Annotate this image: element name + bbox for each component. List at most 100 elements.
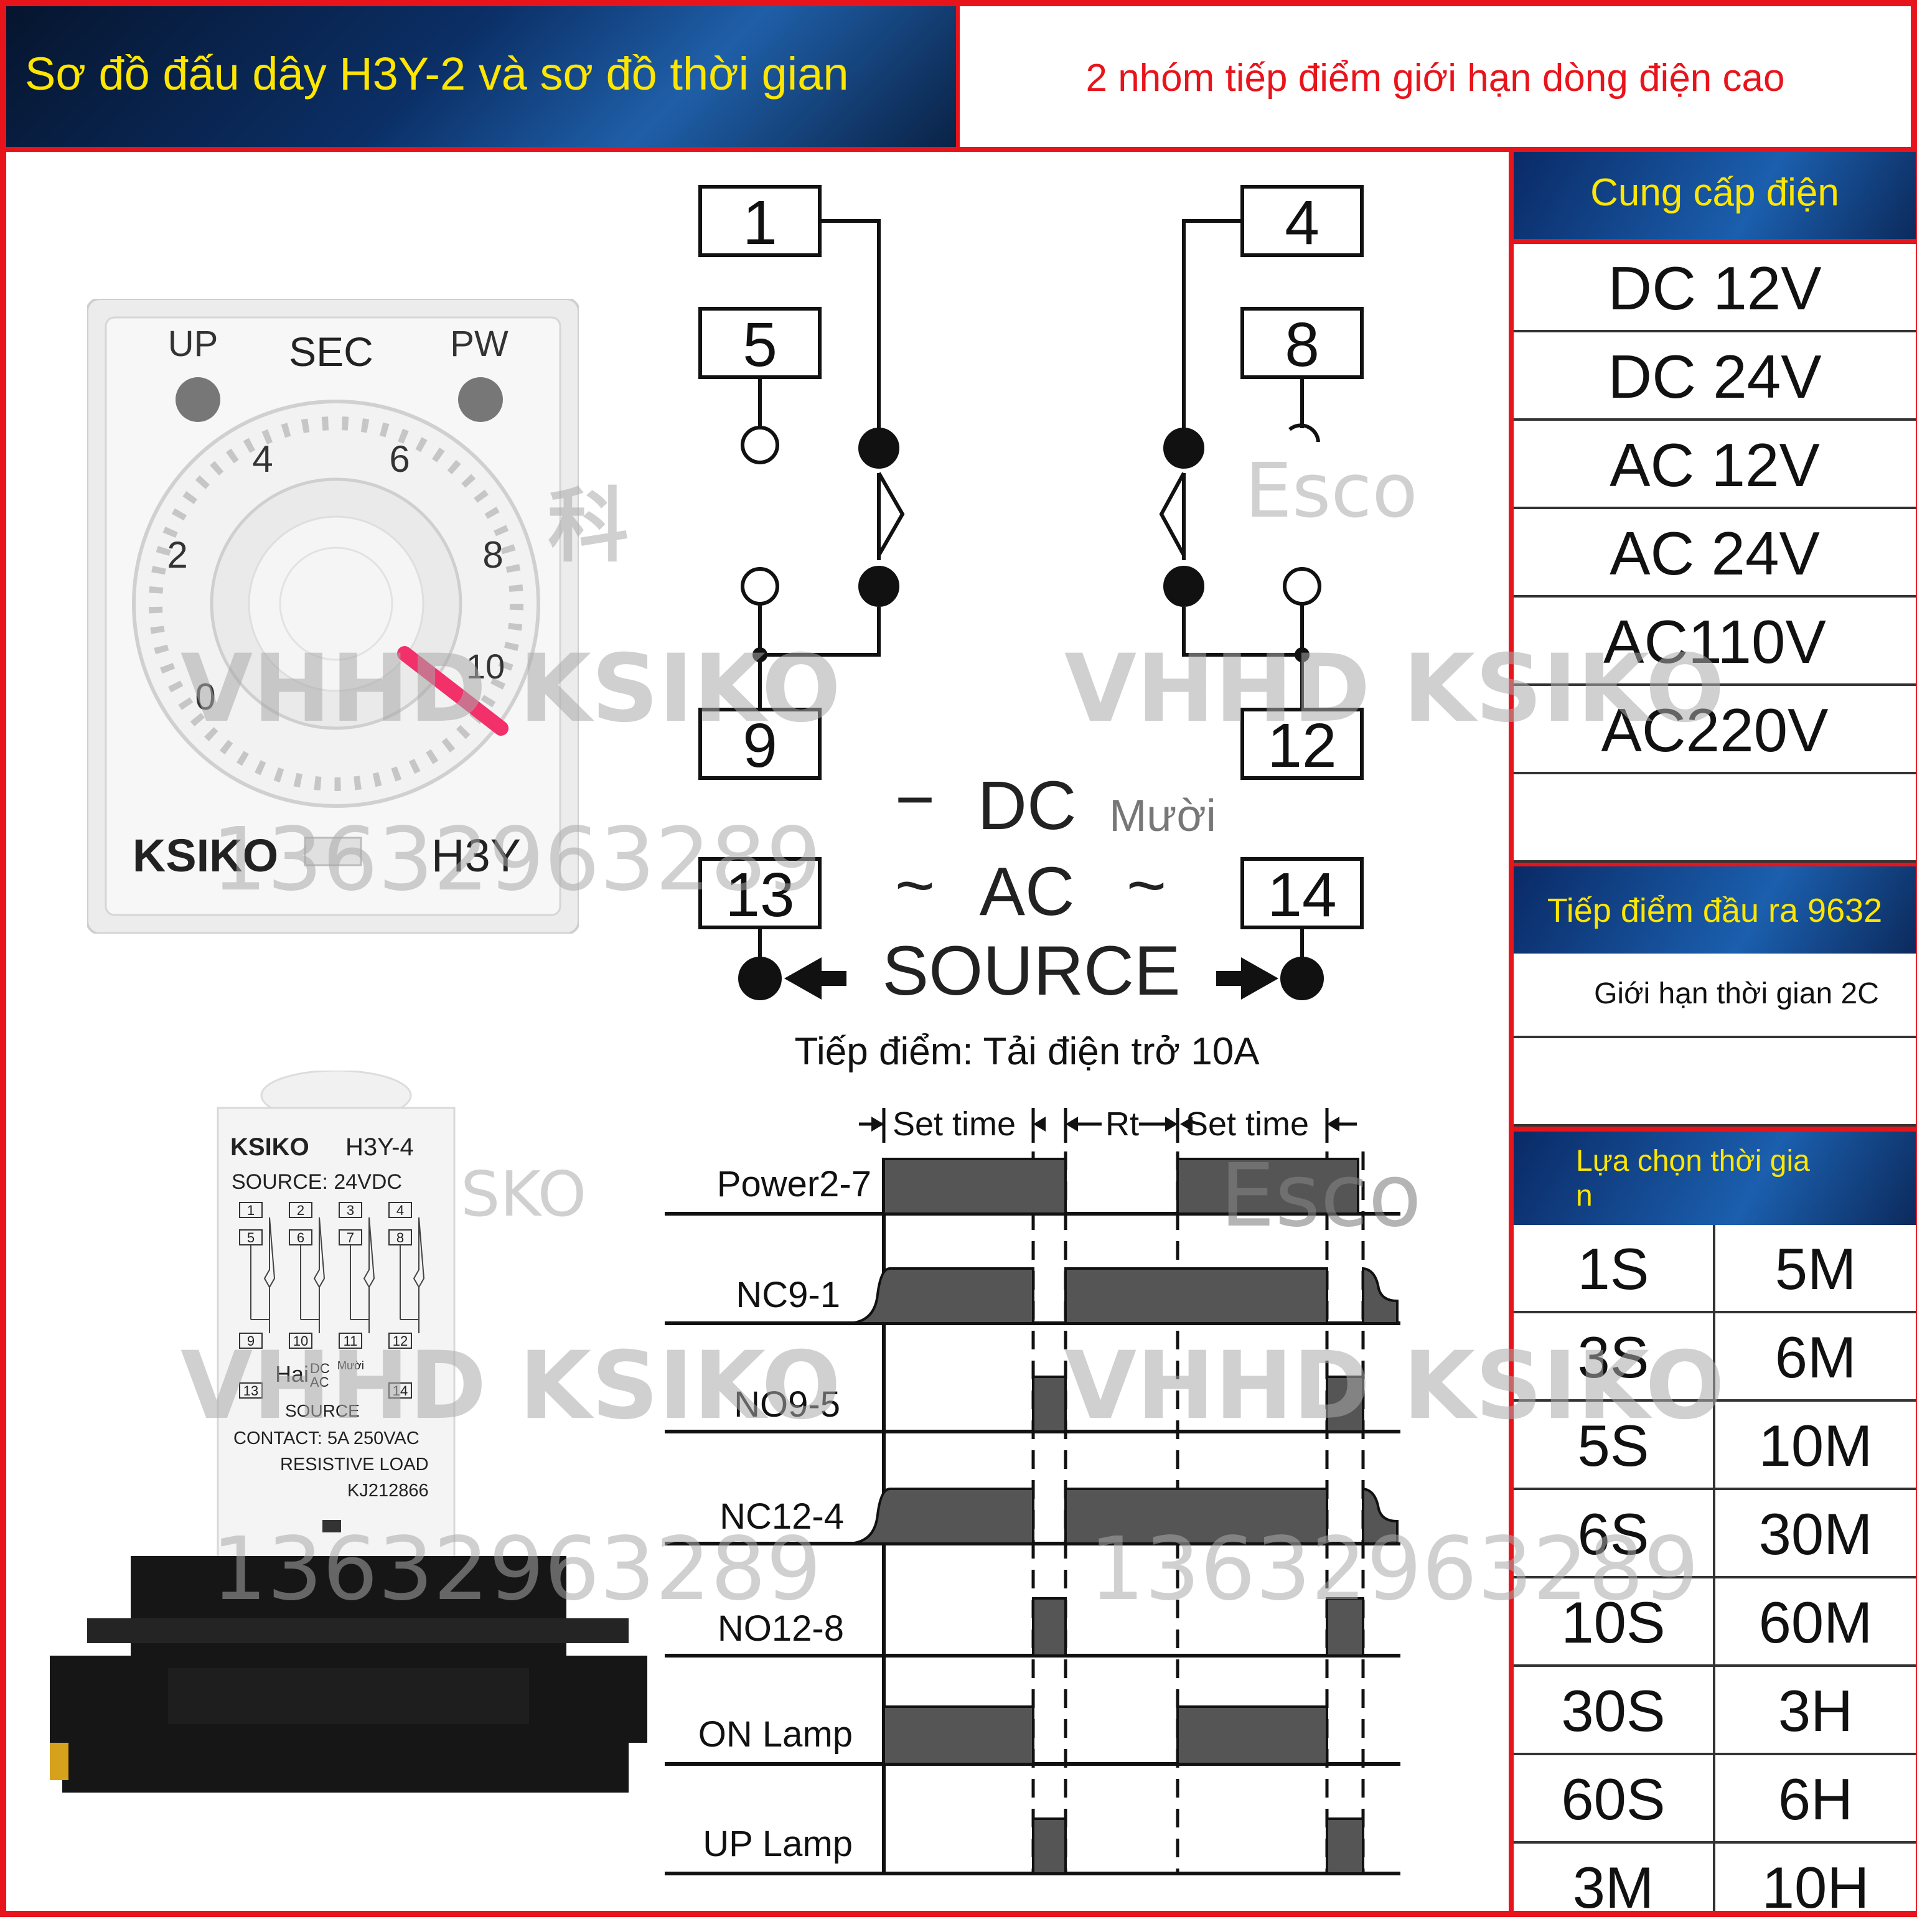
watermark-vhhd-1: VHHD KSIKO	[180, 635, 841, 743]
source-label: SOURCE	[882, 932, 1180, 1010]
side-pin-11: 11	[344, 1333, 358, 1349]
contact-note: Tiếp điểm: Tải điện trở 10A	[794, 1030, 1260, 1073]
up-lamp-icon	[176, 377, 220, 422]
sec-label: SEC	[289, 329, 373, 375]
contact-4-closed-icon	[1163, 428, 1204, 469]
power-option-dc12v: DC 12V	[1514, 244, 1916, 332]
dial-mark-0: 0	[195, 676, 215, 718]
side-pin-9: 9	[247, 1333, 255, 1349]
dc-sign: −	[895, 761, 935, 838]
dial-mark-2: 2	[167, 534, 187, 576]
contact-1-closed-icon	[858, 428, 899, 469]
watermark-esco-2: Esco	[1220, 1145, 1422, 1247]
relay-brand: KSIKO	[133, 830, 278, 881]
pw-label: PW	[450, 324, 509, 364]
set-time-label-1: Set time	[893, 1105, 1016, 1143]
side-pin-8: 8	[396, 1230, 404, 1245]
dial-mark-10: 10	[466, 647, 505, 686]
contact-9-closed-icon	[858, 566, 899, 607]
wiring-diagram: 1 5 9 4 8 12 13 14 − DC Mườ	[698, 185, 1364, 1073]
side-pin-10: 10	[293, 1333, 308, 1349]
source-arrow-left-icon	[784, 957, 846, 1000]
row-label-nc9-1: NC9-1	[736, 1275, 840, 1315]
watermark-phone-1: 13632963289	[212, 809, 822, 911]
up-label: UP	[168, 324, 218, 364]
side-pin-4: 4	[396, 1203, 404, 1218]
spec-side-panel: Cung cấp điện DC 12V DC 24V AC 12V AC 24…	[1509, 152, 1916, 1920]
contact-5-open-icon	[741, 426, 779, 464]
source-13-terminal-icon	[738, 957, 782, 1000]
pulse-no12-8-1	[1032, 1597, 1067, 1657]
pulse-nc12-4-3	[1362, 1487, 1399, 1545]
output-contact-title: Tiếp điểm đầu ra 9632	[1547, 892, 1883, 929]
ac-tilde-right: ~	[1127, 847, 1166, 924]
time-option-3m: 3M	[1572, 1855, 1654, 1920]
source-14-terminal-icon	[1280, 957, 1324, 1000]
row-label-nc12-4: NC12-4	[719, 1496, 844, 1537]
pulse-up-lamp-1	[1032, 1817, 1067, 1875]
time-option-6s: 6S	[1514, 1490, 1713, 1578]
contact-8-open-icon	[1288, 423, 1320, 443]
watermark-phone-2: 13632963289	[212, 1519, 822, 1620]
side-pin-2: 2	[297, 1203, 304, 1218]
side-pin-6: 6	[297, 1230, 304, 1245]
pulse-power-1	[883, 1158, 1067, 1215]
side-pin-5: 5	[247, 1230, 255, 1245]
pulse-power-2	[1176, 1158, 1359, 1215]
output-contact-header: Tiếp điểm đầu ra 9632	[1514, 863, 1916, 954]
ac-label: AC	[980, 853, 1075, 930]
row-label-power: Power2-7	[717, 1164, 871, 1204]
pw-lamp-icon	[458, 377, 503, 422]
pin-label-14: 14	[1267, 860, 1336, 930]
watermark-sko: SKO	[461, 1158, 587, 1231]
pin-box-5	[698, 307, 822, 379]
pin-box-8	[1240, 307, 1364, 379]
pin-label-4: 4	[1285, 188, 1319, 258]
pulse-no9-5-1	[1032, 1376, 1067, 1433]
power-supply-header: Cung cấp điện	[1514, 152, 1916, 239]
pulse-on-lamp-2	[1176, 1705, 1328, 1765]
time-option-1s: 1S	[1514, 1225, 1713, 1313]
pulse-no12-8-2	[1326, 1597, 1364, 1657]
output-contact-empty	[1514, 1038, 1916, 1127]
time-selection-header: Lựa chọn thời gia n	[1514, 1127, 1916, 1225]
pulse-up-lamp-2	[1326, 1817, 1364, 1875]
side-hai: Hai	[275, 1361, 309, 1387]
watermark-phone-3: 13632963289	[1089, 1519, 1699, 1620]
time-option-60s: 60S	[1514, 1755, 1713, 1844]
row-label-up-lamp: UP Lamp	[703, 1824, 853, 1864]
side-brand: KSIKO	[230, 1133, 309, 1161]
time-selection-title-line2: n	[1576, 1179, 1593, 1212]
time-option-10h: 10H	[1761, 1855, 1870, 1920]
set-time-label-2: Set time	[1186, 1105, 1309, 1143]
side-pin-3: 3	[347, 1203, 354, 1218]
relay-body	[217, 1107, 456, 1620]
pin-label-5: 5	[743, 310, 777, 380]
relay-side-illustration: KSIKO H3Y-4 SOURCE: 24VDC 1 2 3 4 5 6 7 …	[50, 1071, 647, 1793]
side-pin-1: 1	[247, 1203, 255, 1218]
pulse-nc9-1-3	[1362, 1267, 1399, 1325]
pin-label-8: 8	[1285, 310, 1319, 380]
relay-model: H3Y	[431, 830, 521, 881]
dc-muoi-label: Mười	[1109, 791, 1216, 841]
pin-box-1	[698, 185, 822, 257]
side-ac: AC	[310, 1374, 329, 1390]
time-option-5m: 5M	[1715, 1225, 1916, 1313]
contact-12-open-icon	[1283, 567, 1321, 606]
watermark-vhhd-3: VHHD KSIKO	[180, 1332, 841, 1440]
pulse-nc9-1-1	[846, 1267, 1034, 1325]
power-option-empty	[1514, 774, 1916, 863]
side-dc: DC	[310, 1361, 330, 1376]
output-contact-note: Giới hạn thời gian 2C	[1514, 950, 1916, 1038]
contact-9-open-icon	[741, 567, 779, 606]
power-supply-title: Cung cấp điện	[1590, 171, 1839, 214]
time-option-10s: 10S	[1514, 1578, 1713, 1667]
contact-12-closed-icon	[1163, 566, 1204, 607]
ac-tilde-left: ~	[895, 847, 935, 924]
time-option-10m: 10M	[1715, 1402, 1916, 1490]
relay-front-illustration: UP SEC PW 0 2 4 6 8 10 KSIKO H3Y	[87, 299, 579, 934]
side-model: H3Y-4	[345, 1133, 414, 1161]
power-option-ac12v: AC 12V	[1514, 421, 1916, 509]
side-pin-14: 14	[393, 1383, 408, 1399]
side-source: SOURCE: 24VDC	[232, 1170, 402, 1194]
